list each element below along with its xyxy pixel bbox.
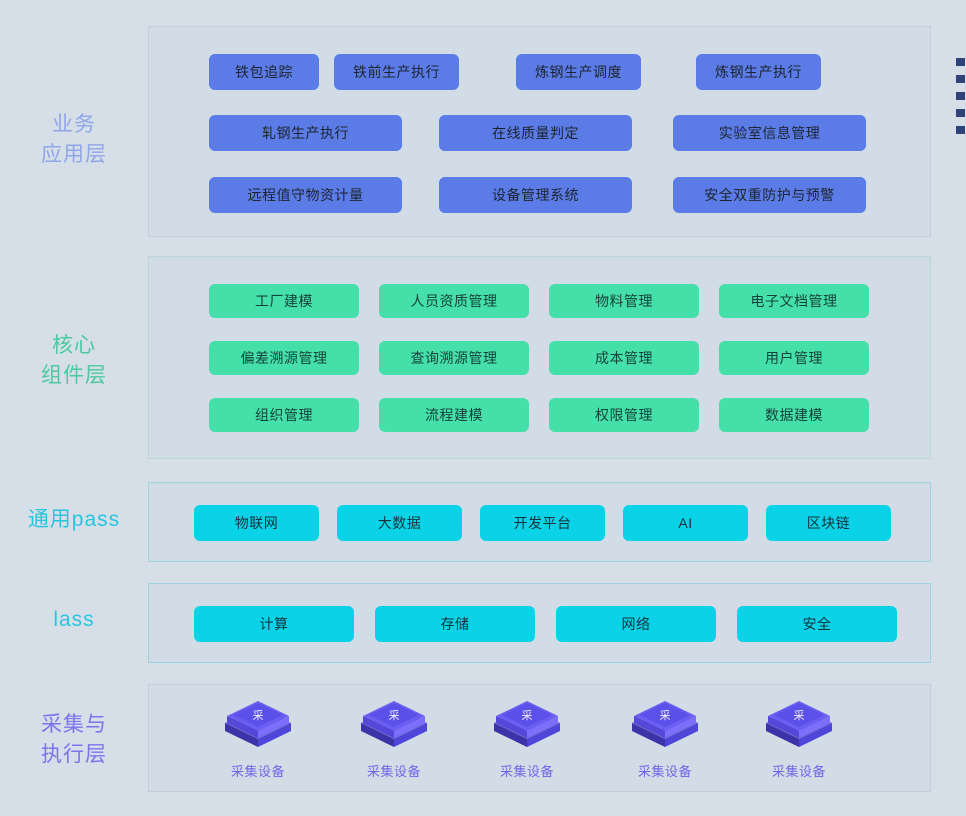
paas-chip-dashuju[interactable]: 大数据 xyxy=(337,505,462,541)
paas-chip-wulianwang[interactable]: 物联网 xyxy=(194,505,319,541)
business-row-3: 远程值守物资计量 设备管理系统 安全双重防护与预警 xyxy=(209,177,866,213)
paas-chip-ai[interactable]: AI xyxy=(623,505,748,541)
business-chip-liangang-shengchan-diaodu[interactable]: 炼钢生产调度 xyxy=(516,54,641,90)
collection-device-caption: 采集设备 xyxy=(499,764,554,779)
iaas-chip-wangluo[interactable]: 网络 xyxy=(556,606,716,642)
core-row-3: 组织管理 流程建模 权限管理 数据建模 xyxy=(209,398,869,432)
collection-device-cube-icon: 采 xyxy=(472,697,582,759)
collection-device-caption: 采集设备 xyxy=(771,764,826,779)
collection-device-5[interactable]: 采 采集设备 xyxy=(744,697,854,780)
iaas-row-1: 计算 存储 网络 安全 xyxy=(194,606,897,642)
layer-label-business: 业务 应用层 xyxy=(41,113,107,166)
paas-chip-qukuailian[interactable]: 区块链 xyxy=(766,505,891,541)
business-chip-zaixian-zhiliang-panding[interactable]: 在线质量判定 xyxy=(439,115,632,151)
core-chip-gongchang-jianmo[interactable]: 工厂建模 xyxy=(209,284,359,318)
layer-panel-collect: 采 采集设备 采 采集设备 xyxy=(148,684,931,792)
iaas-chip-jisuan[interactable]: 计算 xyxy=(194,606,354,642)
svg-text:采: 采 xyxy=(794,709,805,722)
business-chip-tiebao-zhuizong[interactable]: 铁包追踪 xyxy=(209,54,319,90)
collection-device-2[interactable]: 采 采集设备 xyxy=(339,697,449,780)
core-chip-quanxian-guanli[interactable]: 权限管理 xyxy=(549,398,699,432)
business-chip-zhagang-shengchan-zhixing[interactable]: 轧钢生产执行 xyxy=(209,115,402,151)
collection-device-cube-icon: 采 xyxy=(610,697,720,759)
paas-row-1: 物联网 大数据 开发平台 AI 区块链 xyxy=(194,505,891,541)
core-chip-chengben-guanli[interactable]: 成本管理 xyxy=(549,341,699,375)
layer-panel-paas: 物联网 大数据 开发平台 AI 区块链 xyxy=(148,482,931,562)
core-chip-shuju-jianmo[interactable]: 数据建模 xyxy=(719,398,869,432)
layer-label-paas: 通用pass xyxy=(27,508,121,531)
svg-text:采: 采 xyxy=(660,709,671,722)
business-row-2: 轧钢生产执行 在线质量判定 实验室信息管理 xyxy=(209,115,866,151)
business-row-1: 铁包追踪 铁前生产执行 炼钢生产调度 炼钢生产执行 xyxy=(209,54,821,90)
collection-device-cube-icon: 采 xyxy=(203,697,313,759)
business-chip-shiyanshi-xinxi-guanli[interactable]: 实验室信息管理 xyxy=(673,115,866,151)
layer-panel-iaas: 计算 存储 网络 安全 xyxy=(148,583,931,663)
core-chip-chaxun-suyuan-guanli[interactable]: 查询溯源管理 xyxy=(379,341,529,375)
layer-panel-core: 工厂建模 人员资质管理 物料管理 电子文档管理 偏差溯源管理 查询溯源管理 成本… xyxy=(148,256,931,459)
collection-device-3[interactable]: 采 采集设备 xyxy=(472,697,582,780)
collection-device-caption: 采集设备 xyxy=(366,764,421,779)
core-chip-yonghu-guanli[interactable]: 用户管理 xyxy=(719,341,869,375)
svg-text:采: 采 xyxy=(389,709,400,722)
edge-marker-list xyxy=(952,58,966,134)
iaas-chip-cunchu[interactable]: 存储 xyxy=(375,606,535,642)
layer-label-iaas: lass xyxy=(53,608,95,631)
core-chip-dianzi-wendang-guanli[interactable]: 电子文档管理 xyxy=(719,284,869,318)
paas-chip-kaifa-pingtai[interactable]: 开发平台 xyxy=(480,505,605,541)
legend-marker-5 xyxy=(956,126,965,134)
layer-label-core: 核心 组件层 xyxy=(41,334,107,387)
svg-text:采: 采 xyxy=(522,709,533,722)
core-chip-zuzhi-guanli[interactable]: 组织管理 xyxy=(209,398,359,432)
collection-device-cube-icon: 采 xyxy=(744,697,854,759)
collection-device-caption: 采集设备 xyxy=(230,764,285,779)
legend-marker-1 xyxy=(956,58,965,66)
core-chip-liucheng-jianmo[interactable]: 流程建模 xyxy=(379,398,529,432)
legend-marker-3 xyxy=(956,92,965,100)
layer-label-collect: 采集与 执行层 xyxy=(41,713,107,766)
collection-device-4[interactable]: 采 采集设备 xyxy=(610,697,720,780)
legend-marker-4 xyxy=(956,109,965,117)
legend-marker-2 xyxy=(956,75,965,83)
svg-text:采: 采 xyxy=(253,709,264,722)
core-chip-wuliao-guanli[interactable]: 物料管理 xyxy=(549,284,699,318)
business-chip-anquan-shuangzhong-fanghu-yu-yujing[interactable]: 安全双重防护与预警 xyxy=(673,177,866,213)
business-chip-shebei-guanli-xitong[interactable]: 设备管理系统 xyxy=(439,177,632,213)
collection-device-caption: 采集设备 xyxy=(637,764,692,779)
collection-device-1[interactable]: 采 采集设备 xyxy=(203,697,313,780)
core-row-1: 工厂建模 人员资质管理 物料管理 电子文档管理 xyxy=(209,284,869,318)
business-chip-liangang-shengchan-zhixing[interactable]: 炼钢生产执行 xyxy=(696,54,821,90)
core-chip-piancha-suyuan-guanli[interactable]: 偏差溯源管理 xyxy=(209,341,359,375)
core-row-2: 偏差溯源管理 查询溯源管理 成本管理 用户管理 xyxy=(209,341,869,375)
iaas-chip-anquan[interactable]: 安全 xyxy=(737,606,897,642)
collection-device-cube-icon: 采 xyxy=(339,697,449,759)
business-chip-tieqian-shengchan-zhixing[interactable]: 铁前生产执行 xyxy=(334,54,459,90)
core-chip-renyuan-zizhi-guanli[interactable]: 人员资质管理 xyxy=(379,284,529,318)
layer-panel-business: 铁包追踪 铁前生产执行 炼钢生产调度 炼钢生产执行 轧钢生产执行 在线质量判定 … xyxy=(148,26,931,237)
business-chip-yuancheng-zhishou-wuzi-jiliang[interactable]: 远程值守物资计量 xyxy=(209,177,402,213)
